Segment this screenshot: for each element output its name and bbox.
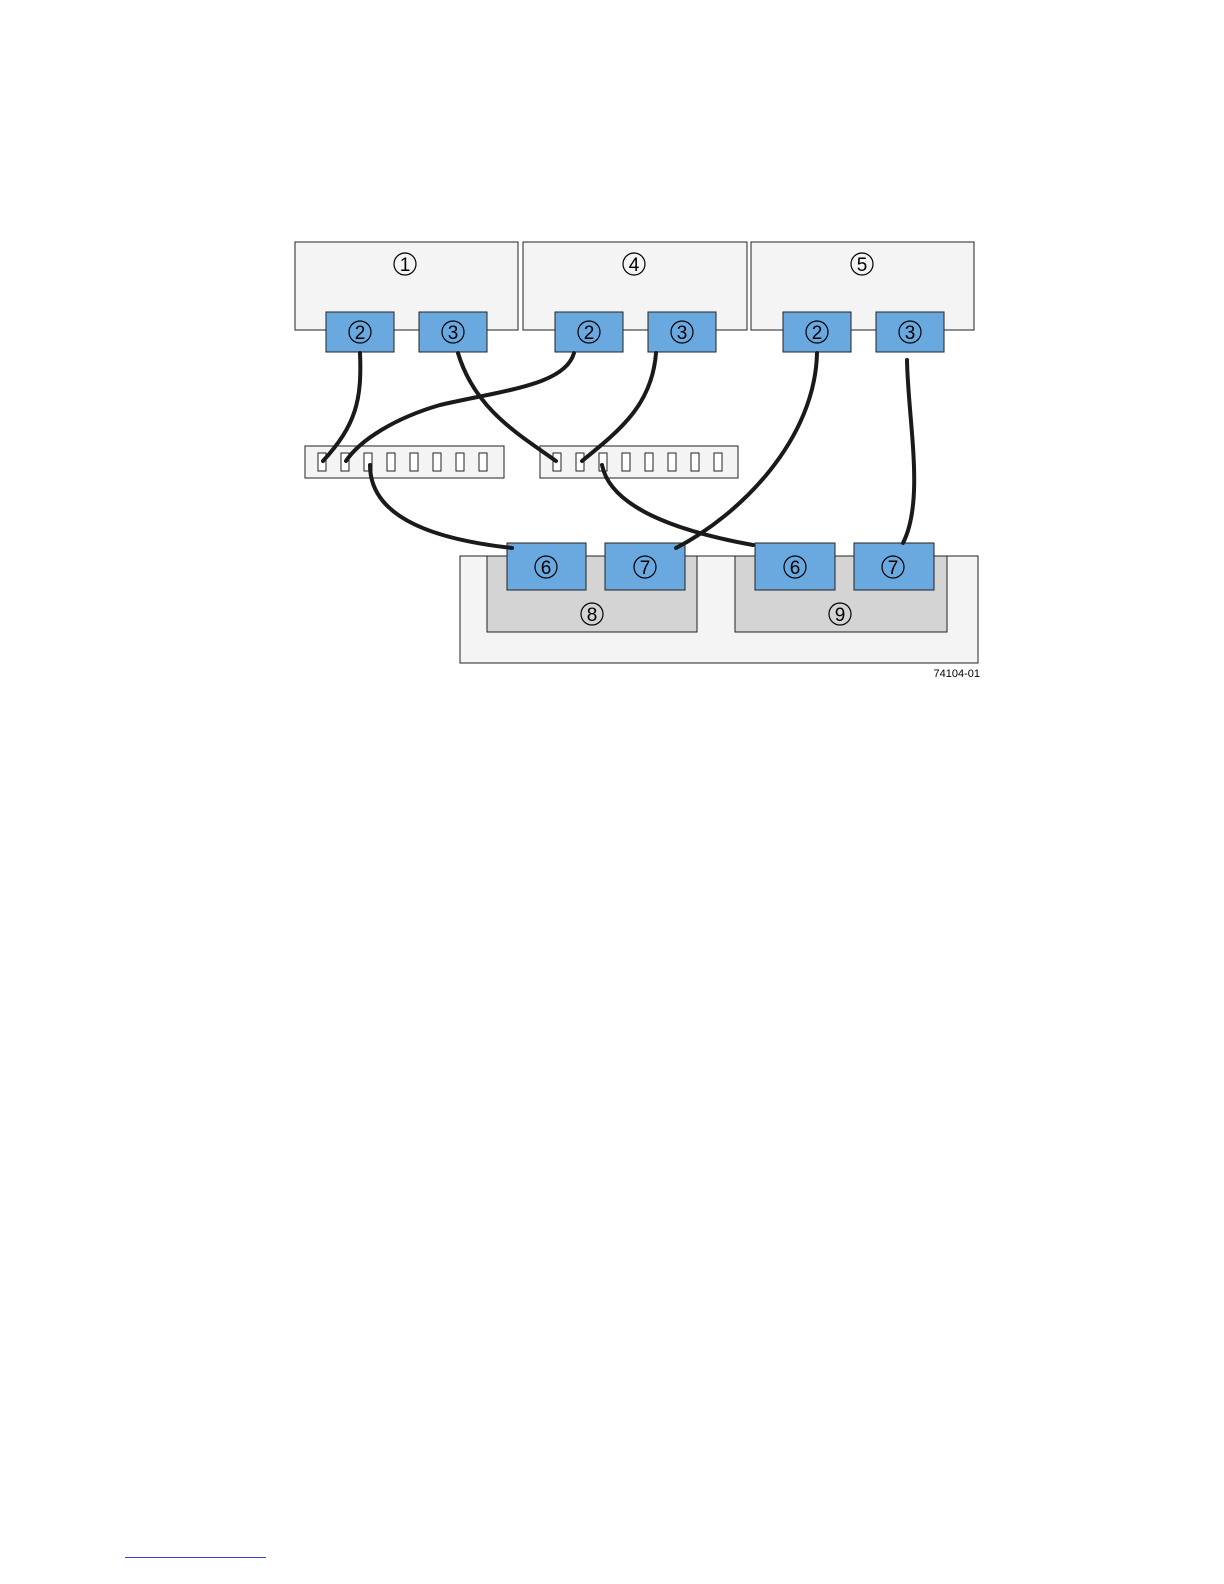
cable-host3-port3-to-controller-b — [903, 360, 914, 543]
controller-b-port-b-callout: 7 — [888, 558, 899, 579]
controller-a-port-b-callout: 7 — [640, 558, 651, 579]
controller-b-callout: 9 — [835, 605, 846, 626]
switch-1-port-slot — [456, 453, 464, 471]
switch-2-port-slot — [714, 453, 722, 471]
host-1-callout: 1 — [400, 255, 411, 276]
host-2-port-b: 3 — [648, 312, 716, 352]
switch-1-port-slot — [433, 453, 441, 471]
host-2-callout: 4 — [629, 255, 640, 276]
host-1-port-b-callout: 3 — [448, 323, 459, 344]
controller-b-port-a: 6 — [755, 543, 835, 590]
host-1-port-a-callout: 2 — [355, 323, 366, 344]
host-3-port-a-callout: 2 — [812, 323, 823, 344]
controller-b-port-a-callout: 6 — [790, 558, 801, 579]
host-1-port-a: 2 — [326, 312, 394, 352]
switch-1 — [305, 446, 504, 478]
host-2-port-a-callout: 2 — [584, 323, 595, 344]
host-3-callout: 5 — [857, 255, 868, 276]
switch-2 — [540, 446, 738, 478]
controller-a-callout: 8 — [587, 605, 598, 626]
cable-host1-port3-to-switch2 — [458, 353, 556, 461]
host-2-port-b-callout: 3 — [677, 323, 688, 344]
host-2: 4 2 3 — [523, 242, 747, 352]
cable-host2-port3-to-switch2 — [582, 353, 656, 461]
switch-2-port-slot — [622, 453, 630, 471]
switch-2-port-slot — [668, 453, 676, 471]
host-2-port-a: 2 — [555, 312, 623, 352]
controller-b: 9 6 7 — [735, 543, 947, 632]
switch-2-port-slot — [645, 453, 653, 471]
cable-host2-port2-to-switch1 — [346, 353, 574, 461]
footer-rule — [125, 1557, 266, 1558]
controller-a-port-b: 7 — [605, 543, 685, 590]
switch-1-port-slot — [387, 453, 395, 471]
storage-array: 8 6 7 9 6 7 — [460, 543, 978, 663]
host-3-port-b: 3 — [876, 312, 944, 352]
controller-a-port-a: 6 — [507, 543, 586, 590]
host-3-port-a: 2 — [783, 312, 851, 352]
controller-a: 8 6 7 — [487, 543, 697, 632]
switch-1-port-slot — [479, 453, 487, 471]
figure-id: 74104-01 — [934, 668, 981, 680]
controller-a-port-a-callout: 6 — [541, 558, 552, 579]
host-1: 1 2 3 — [295, 242, 518, 352]
host-3-port-b-callout: 3 — [905, 323, 916, 344]
host-1-port-b: 3 — [419, 312, 487, 352]
cable-host1-port2-to-switch1 — [323, 353, 360, 461]
switch-2-port-slot — [691, 453, 699, 471]
controller-b-port-b: 7 — [854, 543, 934, 590]
switch-1-port-slot — [410, 453, 418, 471]
host-3: 5 2 3 — [751, 242, 974, 352]
